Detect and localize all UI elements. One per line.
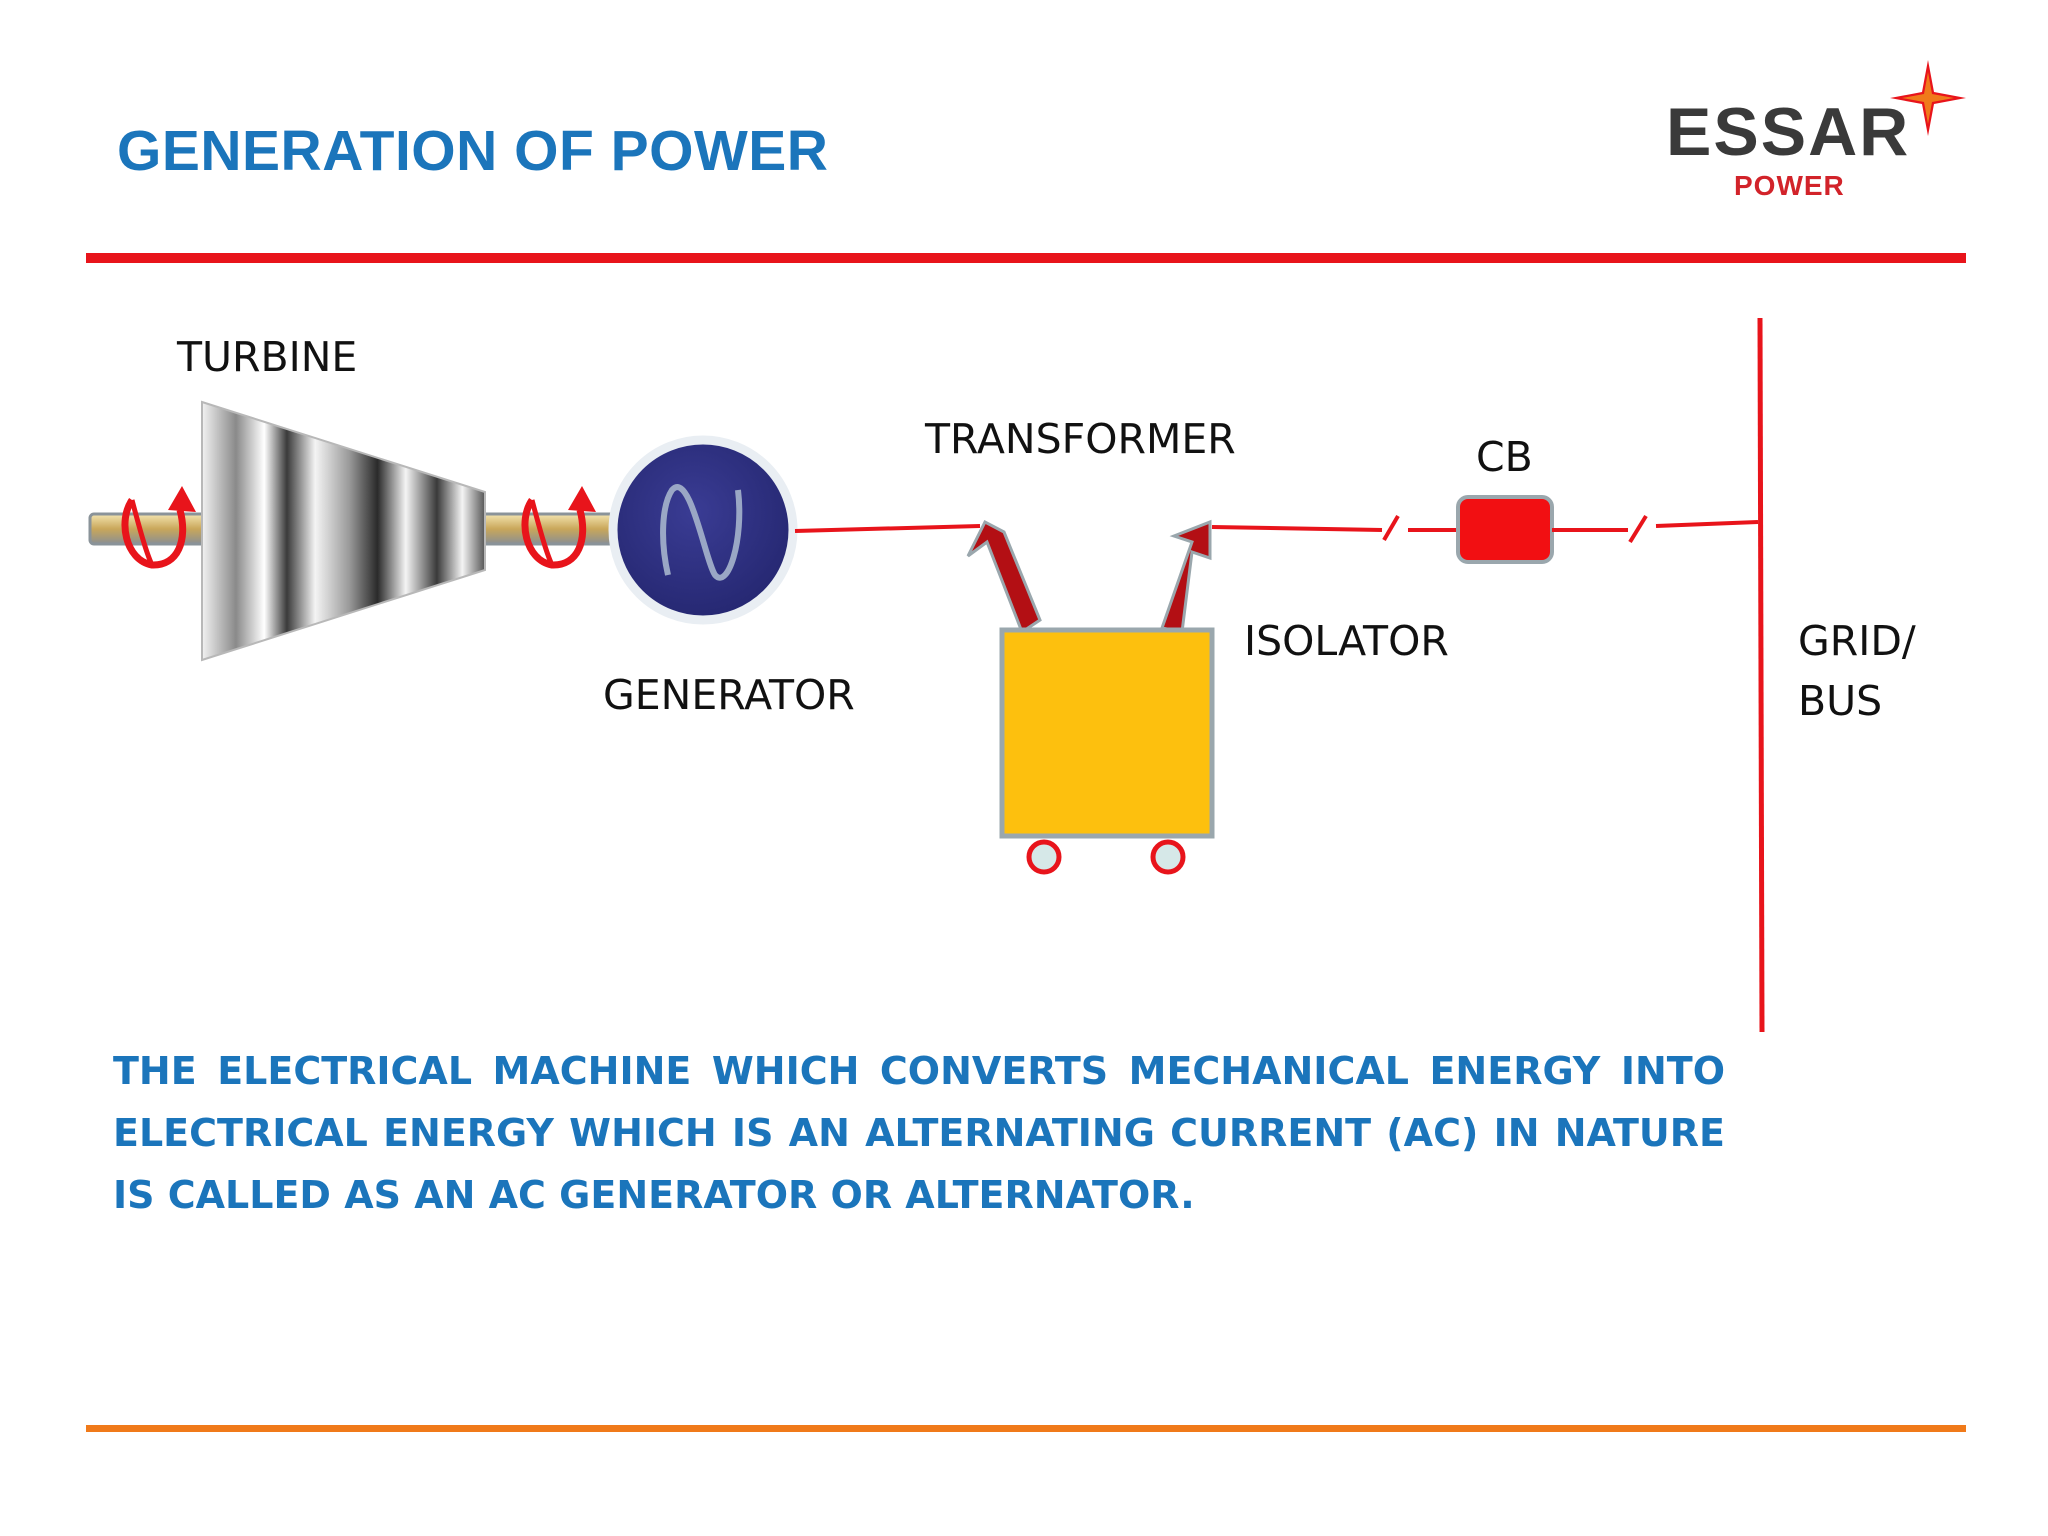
transformer-to-cb-line xyxy=(1211,525,1383,532)
turbine-body xyxy=(201,400,486,662)
circuit-breaker xyxy=(1456,495,1554,564)
logo-wordmark: ESSAR xyxy=(1666,94,1911,170)
essar-power-logo: ESSAR POWER xyxy=(1656,50,1986,210)
transformer-wheel-right xyxy=(1150,839,1186,875)
transformer-right-bushing xyxy=(1160,519,1212,634)
grid-label-line1: GRID/ xyxy=(1798,617,1916,665)
rotation-arrow-icon xyxy=(521,486,596,569)
slide-title: GENERATION OF POWER xyxy=(117,119,829,183)
transformer-body xyxy=(999,627,1215,839)
description-text: THE ELECTRICAL MACHINE WHICH CONVERTS ME… xyxy=(113,1049,1725,1217)
isolator-to-grid-line xyxy=(1655,520,1759,528)
top-divider xyxy=(86,253,1966,263)
isolator-label: ISOLATOR xyxy=(1244,617,1449,665)
transformer-wheel-left xyxy=(1026,839,1062,875)
grid-label-line2: BUS xyxy=(1798,677,1883,725)
isolator-switch-icon xyxy=(1382,514,1400,542)
generator-label: GENERATOR xyxy=(603,671,855,719)
logo-subtitle: POWER xyxy=(1734,170,1845,201)
generator-line xyxy=(794,524,981,533)
transformer-label: TRANSFORMER xyxy=(925,415,1236,463)
rotation-arrow-icon xyxy=(121,486,196,569)
sine-wave-icon xyxy=(660,484,743,581)
generator xyxy=(608,435,798,625)
turbine-label: TURBINE xyxy=(177,333,358,381)
isolator-switch-icon xyxy=(1628,514,1648,544)
grid-bus-line xyxy=(1757,317,1765,1033)
transformer-left-bushing xyxy=(966,519,1042,635)
bottom-divider xyxy=(86,1425,1966,1432)
star-plus-icon xyxy=(1890,60,1966,136)
cb-label: CB xyxy=(1476,433,1533,481)
